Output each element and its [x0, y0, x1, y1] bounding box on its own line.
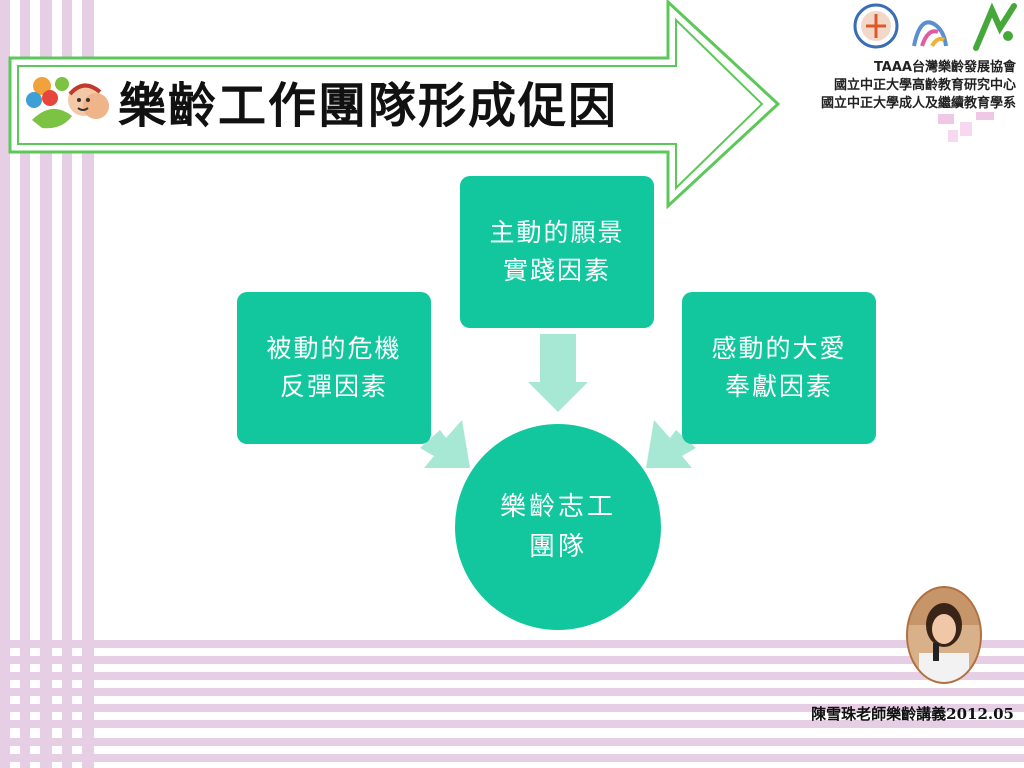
center-circle: 樂齡志工 團隊	[455, 424, 661, 630]
factor-box-top: 主動的願景 實踐因素	[460, 176, 654, 328]
org-name-department: 國立中正大學成人及繼續教育學系	[820, 96, 1016, 111]
page-title: 樂齡工作團隊形成促因	[118, 78, 619, 134]
stripe-decoration	[0, 720, 1024, 728]
stripe-decoration	[20, 0, 30, 768]
factor-top-line2: 實踐因素	[502, 256, 611, 285]
org-name-taaa: TAAA台灣樂齡發展協會	[873, 60, 1016, 75]
stripe-decoration	[0, 704, 1024, 712]
stripe-decoration	[0, 754, 1024, 762]
factor-left-line1: 被動的危機	[266, 334, 402, 363]
graduate-institute-logo-icon	[912, 20, 948, 48]
presenter-photo	[906, 586, 982, 684]
decorative-sprig	[938, 112, 994, 142]
factor-top-line1: 主動的願景	[489, 218, 625, 247]
arrow-right-down-icon	[420, 420, 470, 468]
factor-right-line2: 奉獻因素	[724, 372, 833, 401]
stripe-decoration	[0, 640, 1024, 648]
taaa-logo-icon	[853, 3, 899, 49]
stripe-decoration	[0, 0, 10, 768]
org-name-research-center: 國立中正大學高齡教育研究中心	[833, 78, 1016, 93]
factor-box-right: 感動的大愛 奉獻因素	[682, 292, 876, 444]
center-line1: 樂齡志工	[499, 492, 616, 522]
stripe-decoration	[40, 0, 52, 768]
stripe-decoration	[0, 738, 1024, 746]
stripe-decoration	[82, 0, 94, 768]
footer-credit: 陳雪珠老師樂齡講義2012.05	[811, 705, 1014, 723]
stripe-decoration	[0, 672, 1024, 680]
center-line2: 團隊	[528, 532, 587, 562]
partner-logos	[853, 2, 1017, 51]
stripe-decoration	[62, 0, 72, 768]
flower-people-logo-icon	[26, 77, 109, 129]
stripe-decoration	[0, 688, 1024, 696]
stripe-decoration	[0, 656, 1024, 664]
factor-right-line1: 感動的大愛	[711, 334, 847, 363]
elderly-figure-logo-icon	[973, 2, 1017, 51]
factor-box-left: 被動的危機 反彈因素	[237, 292, 431, 444]
arrow-left-down-icon	[646, 420, 696, 468]
factor-left-line2: 反彈因素	[279, 372, 388, 401]
arrow-down-icon	[528, 334, 588, 412]
title-banner-arrow	[8, 0, 781, 210]
